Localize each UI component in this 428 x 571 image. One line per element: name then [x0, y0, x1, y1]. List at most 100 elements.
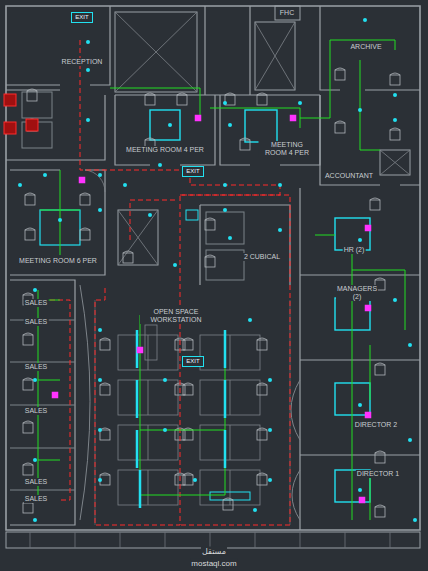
downlight [43, 173, 47, 177]
window-mullion [345, 532, 346, 548]
chair [205, 220, 215, 230]
room-label: SALES [24, 495, 49, 503]
chair [205, 257, 215, 267]
wall [300, 188, 420, 530]
switch [365, 305, 371, 311]
downlight [393, 118, 397, 122]
shaft-cross [380, 150, 410, 175]
chair-back [257, 93, 267, 95]
table [245, 110, 277, 142]
circuit [130, 200, 175, 240]
downlight [358, 238, 362, 242]
emergency-light [26, 119, 38, 131]
wall [10, 170, 105, 275]
chair [257, 385, 267, 395]
room-label: SALES [24, 407, 49, 415]
fixture [186, 210, 198, 220]
wall [6, 90, 105, 160]
chair [183, 430, 193, 440]
chair [183, 385, 193, 395]
room-label: SALES [24, 318, 49, 326]
downlight [158, 163, 162, 167]
chair-back [23, 333, 33, 335]
downlight [98, 328, 102, 332]
emergency-light [4, 122, 16, 134]
downlight [58, 218, 62, 222]
shaft-box [118, 210, 158, 265]
chair-back [183, 383, 193, 385]
wall [10, 280, 75, 525]
chair-back [375, 451, 385, 453]
downlight [268, 478, 272, 482]
downlight [223, 101, 227, 105]
chair-back [375, 278, 385, 280]
exit-sign: EXIT [182, 166, 203, 177]
partition [10, 448, 75, 449]
chair [257, 430, 267, 440]
chair-back [80, 228, 90, 230]
chair-back [375, 363, 385, 365]
window-mullion [165, 532, 166, 548]
window-mullion [300, 532, 301, 548]
room-label: 2 CUBICAL [243, 253, 281, 261]
downlight [148, 213, 152, 217]
chair-back [80, 193, 90, 195]
shaft-box [255, 22, 295, 90]
chair-back [223, 498, 233, 500]
cubicle [206, 250, 244, 280]
switch [79, 177, 85, 183]
partition [95, 300, 290, 525]
circuit [50, 300, 70, 500]
downlight [33, 288, 37, 292]
cubicle [206, 212, 244, 244]
chair [390, 130, 400, 140]
room-label: MANAGERS (2) [336, 285, 378, 301]
linear-fixture [224, 380, 227, 418]
chair [23, 465, 33, 475]
chair [177, 95, 187, 105]
wall [205, 6, 250, 95]
shaft-box [380, 150, 410, 175]
watermark: مستقل [201, 547, 227, 556]
downlight [268, 378, 272, 382]
downlight [358, 488, 362, 492]
window-mullion [255, 532, 256, 548]
watermark: mostaql.com [190, 559, 237, 568]
exit-sign: EXIT [71, 12, 92, 23]
partition [10, 490, 75, 491]
table [150, 110, 180, 140]
downlight [98, 173, 102, 177]
chair [23, 423, 33, 433]
chair-back [183, 473, 193, 475]
chair [183, 475, 193, 485]
chair-back [240, 138, 250, 140]
downlight [163, 378, 167, 382]
chair-back [370, 198, 380, 200]
chair-back [183, 338, 193, 340]
downlight [228, 236, 232, 240]
outer-wall [6, 6, 420, 530]
window-mullion [30, 532, 31, 548]
chair [257, 95, 267, 105]
lighting-circuit [140, 315, 225, 495]
switch [359, 497, 365, 503]
downlight [86, 118, 90, 122]
downlight [278, 183, 282, 187]
downlight [413, 518, 417, 522]
chair-back [375, 505, 385, 507]
chair [257, 340, 267, 350]
chair [375, 507, 385, 517]
door-swing [85, 170, 105, 192]
wall [320, 6, 420, 185]
room-label: RECEPTION [61, 58, 104, 66]
chair-back [335, 68, 345, 70]
wall [6, 6, 110, 85]
room-label: DIRECTOR 2 [354, 421, 398, 429]
downlight [33, 518, 37, 522]
wall [115, 95, 320, 165]
chair-back [257, 338, 267, 340]
chair [375, 365, 385, 375]
linear-fixture [224, 430, 227, 468]
downlight [358, 108, 362, 112]
fhc-cabinet [275, 6, 300, 20]
